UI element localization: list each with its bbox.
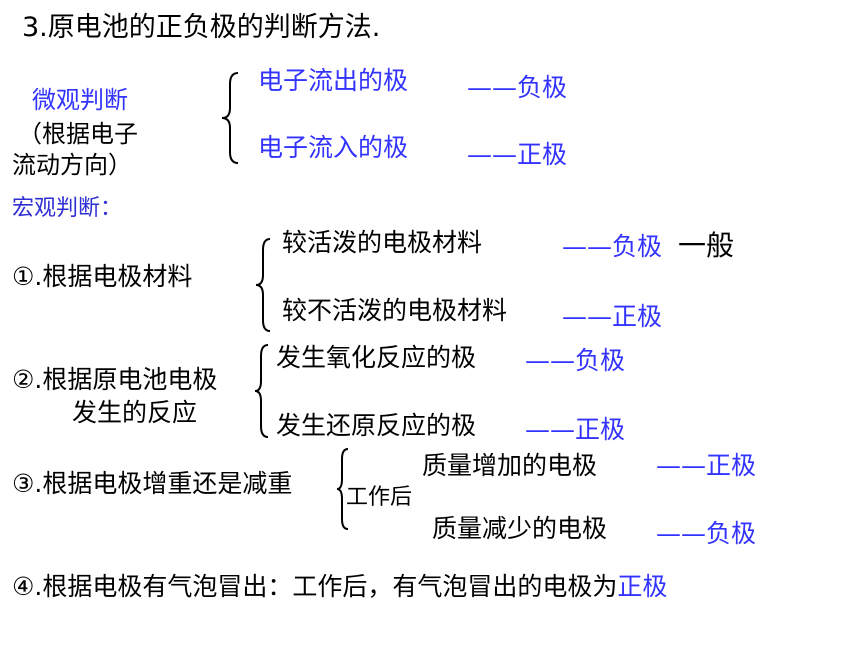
micro-brace: [221, 72, 239, 164]
rule1-item-active: 较活泼的电极材料: [282, 228, 483, 257]
rule1-item-inactive: 较不活泼的电极材料: [282, 296, 508, 325]
macro-label: 宏观判断：: [12, 196, 123, 221]
rule2-brace: [254, 344, 269, 438]
rule2-result-negative: ——负极: [525, 346, 626, 375]
micro-result-positive: ——正极: [467, 140, 568, 169]
rule4-result: 正极: [617, 572, 668, 601]
rule3-brace: [336, 448, 349, 530]
rule1-result-positive: ——正极: [562, 302, 663, 331]
rule1-note: 一般: [678, 229, 735, 262]
micro-paren-line2: 流动方向）: [12, 151, 132, 179]
rule4-line: ④.根据电极有气泡冒出：工作后，有气泡冒出的电极为正极: [12, 574, 667, 599]
rule3-label: ③.根据电极增重还是减重: [12, 469, 293, 498]
rule3-result-positive: ——正极: [656, 451, 757, 480]
micro-item-outflow: 电子流出的极: [258, 66, 409, 95]
rule1-brace: [255, 238, 271, 332]
micro-item-inflow: 电子流入的极: [258, 133, 409, 162]
rule2-label-line1: ②.根据原电池电极: [12, 365, 218, 394]
rule1-result-negative: ——负极: [562, 232, 663, 261]
rule2-label-line2: 发生的反应: [72, 398, 198, 427]
micro-result-negative: ——负极: [467, 73, 568, 102]
rule3-item-decrease: 质量减少的电极: [432, 514, 608, 543]
rule1-label: ①.根据电极材料: [12, 262, 193, 291]
page-title: 3.原电池的正负极的判断方法.: [22, 12, 381, 43]
rule3-item-increase: 质量增加的电极: [422, 451, 598, 480]
micro-paren-line1: （根据电子: [18, 120, 138, 148]
rule4-text: ④.根据电极有气泡冒出：工作后，有气泡冒出的电极为: [12, 572, 618, 601]
micro-label: 微观判断: [32, 86, 128, 114]
rule2-item-oxidation: 发生氧化反应的极: [276, 343, 477, 372]
rule2-result-positive: ——正极: [525, 415, 626, 444]
rule2-item-reduction: 发生还原反应的极: [276, 411, 477, 440]
rule3-condition: 工作后: [346, 485, 413, 510]
rule3-result-negative: ——负极: [656, 519, 757, 548]
